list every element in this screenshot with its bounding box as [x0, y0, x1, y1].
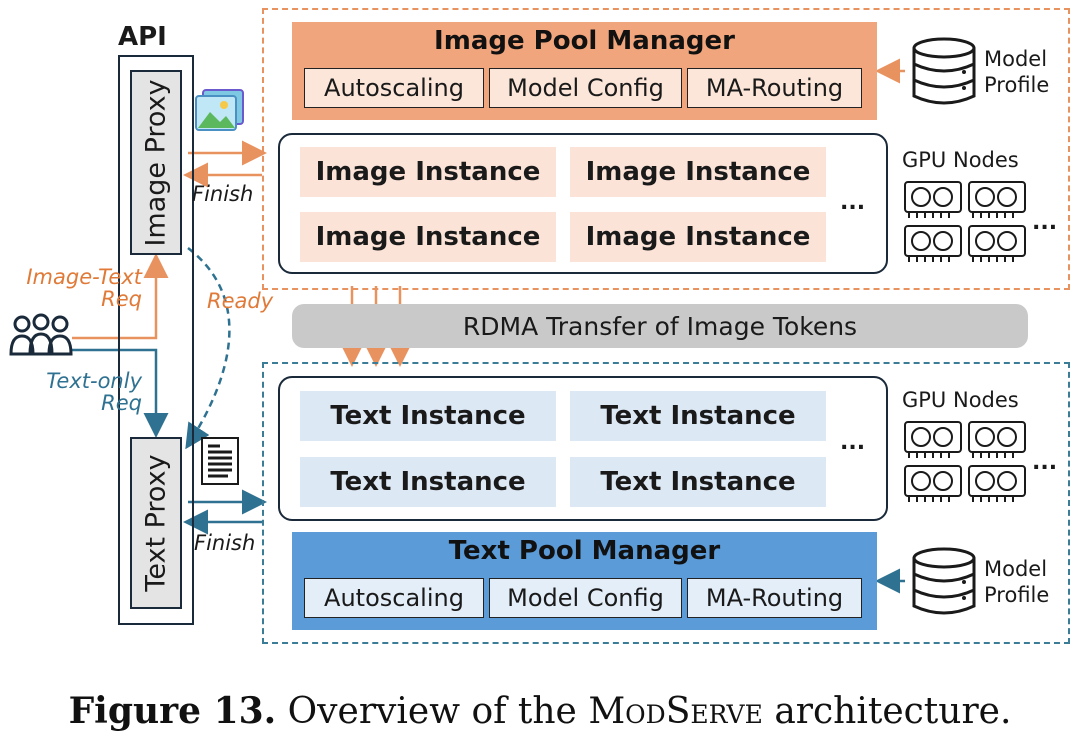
image-pool-manager: Image Pool Manager Autoscaling Model Con…: [292, 22, 877, 120]
ready-arrow: [185, 247, 231, 450]
image-pool-manager-title: Image Pool Manager: [434, 26, 735, 56]
api-title: API: [118, 22, 167, 52]
text-gpu-ellipsis: ...: [1032, 450, 1058, 475]
users-icon: [9, 313, 73, 356]
image-pool-group: [262, 8, 1070, 290]
image-ma-routing: MA-Routing: [687, 68, 862, 108]
image-gpu-nodes-label: GPU Nodes: [902, 148, 1019, 172]
ready-label: Ready: [207, 289, 274, 313]
image-autoscaling: Autoscaling: [304, 68, 484, 108]
text-instance-1: Text Instance: [300, 391, 556, 441]
text-autoscaling: Autoscaling: [304, 578, 484, 618]
text-only-req-label: Text-only Req: [24, 370, 142, 414]
text-model-config: Model Config: [489, 578, 682, 618]
text-instance-4: Text Instance: [570, 457, 826, 507]
image-model-profile-label: Model Profile: [984, 46, 1049, 98]
image-text-req-line2: Req: [101, 287, 142, 311]
image-instance-4: Image Instance: [570, 212, 826, 262]
text-model-profile-line2: Profile: [984, 583, 1050, 607]
image-proxy-label: Image Proxy: [140, 78, 172, 247]
gpu-icon: [904, 421, 1026, 502]
text-only-req-arrow: [72, 348, 169, 438]
figure-label: Figure 13.: [68, 690, 277, 732]
text-pool-group: [262, 362, 1070, 644]
image-finish-label: Finish: [192, 182, 254, 206]
image-model-profile-line1: Model: [984, 47, 1048, 71]
image-text-req-line1: Image-Text: [26, 265, 142, 289]
text-gpu-grid: [903, 418, 1033, 508]
image-model-profile-database-icon: [912, 37, 976, 105]
text-instance-3: Text Instance: [300, 457, 556, 507]
image-instances-ellipsis: ...: [840, 190, 866, 215]
text-model-profile-database-icon: [912, 547, 976, 615]
connector-layer: [72, 58, 905, 594]
text-only-req-line2: Req: [101, 391, 142, 415]
image-instance-3: Image Instance: [300, 212, 556, 262]
text-proxy-label: Text Proxy: [140, 454, 172, 592]
gpu-icon: [904, 181, 1026, 262]
rdma-transfer-bar: RDMA Transfer of Image Tokens: [292, 304, 1028, 348]
text-pool-manager: Text Pool Manager Autoscaling Model Conf…: [292, 532, 877, 630]
image-proxy: Image Proxy: [130, 70, 182, 255]
image-model-config: Model Config: [489, 68, 682, 108]
api-box: [118, 55, 194, 625]
image-model-profile-line2: Profile: [984, 73, 1050, 97]
text-instance-2: Text Instance: [570, 391, 826, 441]
image-text-req-label: Image-Text Req: [24, 266, 142, 310]
image-instance-1: Image Instance: [300, 147, 556, 197]
text-model-profile-label: Model Profile: [984, 556, 1049, 608]
image-instance-2: Image Instance: [570, 147, 826, 197]
caption-text-after: architecture.: [774, 691, 1012, 732]
text-pool-manager-title: Text Pool Manager: [448, 536, 721, 566]
text-ma-routing: MA-Routing: [687, 578, 862, 618]
text-finish-label: Finish: [194, 531, 256, 555]
text-model-profile-line1: Model: [984, 557, 1048, 581]
text-gpu-nodes-label: GPU Nodes: [902, 388, 1019, 412]
text-instances-ellipsis: ...: [840, 430, 866, 455]
caption-system-name: ModServe: [588, 691, 763, 732]
text-only-req-line1: Text-only: [46, 369, 142, 393]
image-gpu-grid: [903, 178, 1033, 268]
image-gpu-ellipsis: ...: [1032, 210, 1058, 235]
caption-text-before: Overview of the: [287, 691, 577, 732]
figure-caption: Figure 13. Overview of the ModServe arch…: [0, 690, 1080, 732]
text-proxy: Text Proxy: [130, 437, 182, 609]
image-file-icon: [195, 89, 244, 131]
image-text-req-arrow: [72, 253, 169, 340]
document-icon: [201, 437, 239, 485]
